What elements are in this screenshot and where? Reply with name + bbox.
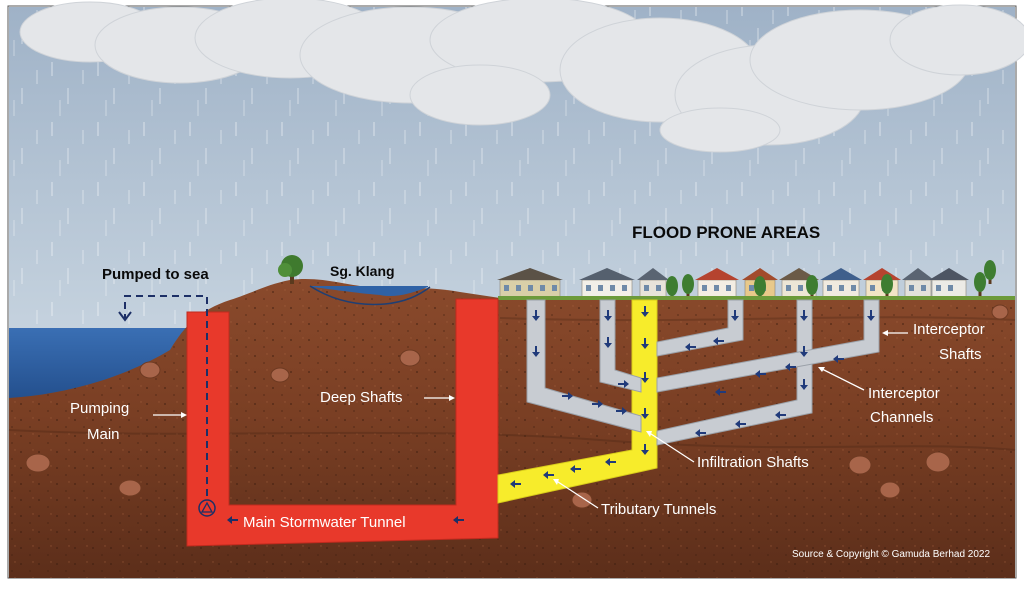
flow-arrow-icon <box>800 346 808 357</box>
river-sg-klang <box>312 286 428 297</box>
river-label: Sg. Klang <box>330 263 395 279</box>
tree-icon <box>881 274 893 298</box>
flow-arrow-icon <box>775 411 786 419</box>
flow-arrows <box>227 306 875 524</box>
grass-strip <box>498 296 1015 300</box>
cloud-icon <box>19 0 1024 153</box>
flow-arrow-icon <box>641 338 649 349</box>
flow-arrow-icon <box>800 310 808 321</box>
flow-arrow-icon <box>641 408 649 419</box>
flow-arrow-icon <box>570 465 581 473</box>
interceptor-shafts-label-line1: Interceptor <box>913 321 985 338</box>
house-icon <box>497 268 563 299</box>
rocks <box>25 304 1009 509</box>
pumping-main-line <box>124 295 208 508</box>
flow-arrow-icon <box>618 380 629 388</box>
flow-arrow-icon <box>715 388 726 396</box>
interceptor-channels-label-line1: Interceptor <box>868 385 940 402</box>
flow-arrow-icon <box>755 370 766 378</box>
house-icon <box>820 268 862 299</box>
main-stormwater-tunnel-label: Main Stormwater Tunnel <box>243 514 406 531</box>
flow-arrow-icon <box>543 471 554 479</box>
tree-icon <box>754 276 766 300</box>
tree-icon <box>984 260 996 284</box>
house-icon <box>902 268 934 299</box>
flow-arrow-icon <box>592 400 603 408</box>
flow-arrow-icon <box>227 516 238 524</box>
flow-arrow-icon <box>731 310 739 321</box>
tree-icon <box>806 275 818 299</box>
flow-arrow-icon <box>641 372 649 383</box>
flow-arrow-icon <box>785 363 796 371</box>
house-icon <box>695 268 739 299</box>
interceptor-channels <box>526 299 880 446</box>
infiltration-shafts-label: Infiltration Shafts <box>697 454 809 471</box>
flow-arrow-icon <box>532 310 540 321</box>
pump-icon <box>198 499 216 517</box>
flow-arrow-icon <box>510 480 521 488</box>
flow-arrow-icon <box>713 337 724 345</box>
leader-arrowheads <box>181 330 888 485</box>
copyright-text: Source & Copyright © Gamuda Berhad 2022 <box>792 549 990 560</box>
flow-arrow-icon <box>532 346 540 357</box>
tributary-tunnels-label: Tributary Tunnels <box>601 501 716 518</box>
flow-arrow-icon <box>867 310 875 321</box>
river-bank <box>309 285 431 306</box>
soil-strata-line <box>8 429 1016 451</box>
flow-arrow-icon <box>616 407 627 415</box>
down-arrow-icon <box>118 311 132 322</box>
tree-icon <box>666 276 678 300</box>
flow-arrow-icon <box>641 306 649 317</box>
label-leaders <box>153 332 908 509</box>
houses-row <box>497 260 1015 300</box>
interceptor-channels-label-line2: Channels <box>870 409 933 426</box>
main-stormwater-tunnel <box>186 298 499 547</box>
flow-arrow-icon <box>685 343 696 351</box>
flow-arrow-icon <box>562 392 573 400</box>
flow-arrow-icon <box>605 458 616 466</box>
ground-texture <box>9 278 1015 578</box>
flow-arrow-icon <box>833 355 844 363</box>
flood-prone-areas-title: FLOOD PRONE AREAS <box>632 223 820 242</box>
house-icon <box>637 268 669 299</box>
house-icon <box>929 268 969 299</box>
flow-arrow-icon <box>800 379 808 390</box>
flow-arrow-icon <box>604 337 612 348</box>
interceptor-shafts-label-line2: Shafts <box>939 346 982 363</box>
tree-icon <box>278 255 303 284</box>
tree-icon <box>974 272 986 296</box>
flow-arrow-icon <box>735 420 746 428</box>
pumping-main-label-line1: Pumping <box>70 400 129 417</box>
tree-icon <box>682 274 694 298</box>
soil-strata-line <box>499 316 1016 322</box>
flow-arrow-icon <box>453 516 464 524</box>
pumped-to-sea-label: Pumped to sea <box>102 266 209 283</box>
deep-shafts-label: Deep Shafts <box>320 389 403 406</box>
flow-arrow-icon <box>695 429 706 437</box>
flow-arrow-icon <box>641 444 649 455</box>
flow-arrow-icon <box>604 310 612 321</box>
pumping-main-label-line2: Main <box>87 426 120 443</box>
house-icon <box>579 268 635 299</box>
